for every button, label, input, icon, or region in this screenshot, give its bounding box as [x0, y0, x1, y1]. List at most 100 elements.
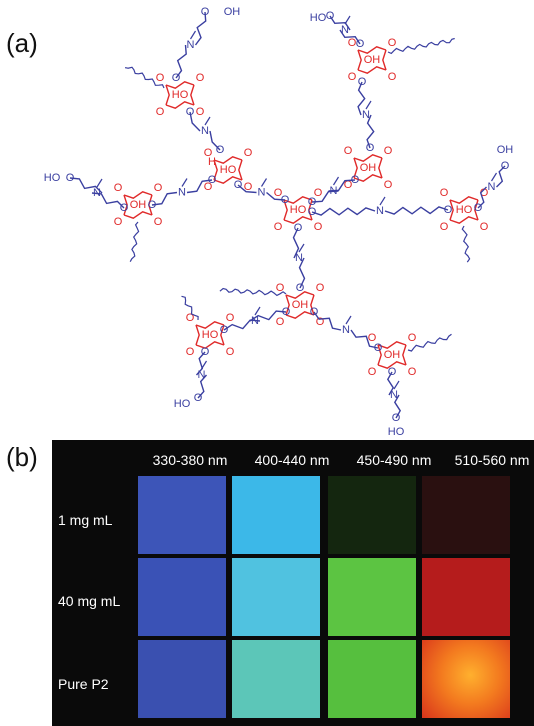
amine-link-9-o-start: O — [310, 306, 319, 318]
terminal-arm-5-o-start: O — [201, 346, 210, 358]
tile-r1-c1 — [138, 476, 226, 554]
ester-core-10-bond-bottom — [377, 361, 407, 369]
tile-r2-c2 — [232, 558, 320, 636]
terminal-arm-4-o-start: O — [474, 202, 483, 214]
ester-core-2-o3: O — [348, 71, 357, 83]
terminal-arm-1-methyl — [189, 30, 197, 40]
ester-core-8-o2: O — [316, 282, 325, 294]
ester-core-8-o4: O — [316, 316, 325, 328]
tile-r1-c2 — [232, 476, 320, 554]
ester-core-5-o1: O — [274, 187, 283, 199]
terminal-arm-2-left — [339, 29, 361, 45]
ester-core-6-bond-top — [123, 191, 153, 199]
ester-core-5-bond-bottom — [283, 216, 313, 224]
ester-core-3-o3: O — [204, 181, 213, 193]
amine-link-7-left — [292, 227, 300, 259]
terminal-arm-4-n: N — [488, 181, 496, 193]
ester-core-10-bond-left — [377, 344, 382, 366]
ester-core-9-bond-left — [195, 324, 200, 346]
ester-core-8-o1: O — [276, 282, 285, 294]
amine-link-4-o-start: O — [351, 174, 360, 186]
amine-link-9-o-end: O — [374, 342, 383, 354]
ester-core-3-o2: O — [244, 147, 253, 159]
ester-core-8-bond-top — [285, 291, 315, 299]
ester-core-7-bond-left — [449, 199, 454, 221]
ester-core-10-o1: O — [368, 332, 377, 344]
ester-core-3-o1: O — [204, 147, 213, 159]
terminal-arm-5-right — [197, 374, 208, 399]
ester-core-1-o4: O — [196, 106, 205, 118]
terminal-ho-6: HO — [388, 426, 405, 438]
amine-link-2-right — [266, 191, 286, 201]
amine-link-8-o-start: O — [282, 306, 291, 318]
column-header-2: 400-440 nm — [254, 452, 330, 468]
terminal-arm-6-o-start: O — [388, 366, 397, 378]
terminal-arm-3-n: N — [93, 187, 101, 199]
ester-core-9-bond-bottom — [195, 341, 225, 349]
terminal-arm-1-o-start: O — [172, 72, 181, 84]
ester-core-5-o3: O — [274, 221, 283, 233]
ester-core-3-bond-bottom — [213, 176, 243, 184]
terminal-arm-6-methyl — [393, 380, 400, 390]
amine-link-2-o-end: O — [281, 194, 290, 206]
polymer-tail-7 — [407, 333, 452, 352]
ester-core-4-bond-bottom — [353, 174, 383, 182]
ester-core-6-oh: OH — [130, 199, 147, 211]
amine-link-1-right — [209, 130, 221, 151]
amine-link-5-left — [151, 191, 178, 206]
polymer-tail-1 — [124, 66, 165, 89]
terminal-arm-4-o-end: O — [501, 160, 510, 172]
ester-core-8-oh: OH — [292, 299, 309, 311]
amine-link-1-n: N — [201, 125, 209, 137]
amine-link-9-left — [313, 311, 342, 331]
terminal-arm-4-methyl — [490, 172, 498, 182]
ester-core-9-o3: O — [186, 346, 195, 358]
terminal-ho-2: HO — [310, 12, 327, 24]
terminal-arm-6-o-end: O — [392, 412, 401, 424]
amine-link-2-n: N — [258, 186, 266, 198]
ester-core-7-o4: O — [480, 221, 489, 233]
ester-core-10-o4: O — [408, 366, 417, 378]
amine-link-2-left — [237, 184, 257, 194]
ester-core-7-bond-right — [474, 199, 479, 221]
ester-core-2-o2: O — [388, 37, 397, 49]
amine-link-5-right — [186, 179, 213, 194]
ester-core-1-bond-top — [165, 81, 195, 89]
panel-a-label: (a) — [6, 28, 38, 58]
ester-core-4-o4: O — [384, 179, 393, 191]
column-header-4: 510-560 nm — [454, 452, 530, 468]
terminal-arm-6-left — [386, 371, 395, 396]
terminal-arm-6-right — [393, 394, 402, 419]
ester-core-5-o2: O — [314, 187, 323, 199]
amine-link-6-o-start: O — [308, 206, 317, 218]
terminal-arm-1-left — [175, 44, 187, 79]
amine-link-3-n: N — [362, 109, 370, 121]
amine-link-2-o-start: O — [234, 179, 243, 191]
terminal-ho-5: HO — [174, 398, 191, 410]
ester-core-8-o3: O — [276, 316, 285, 328]
panel-b-label: (b) — [6, 442, 38, 472]
tile-r2-c3 — [328, 558, 416, 636]
ester-core-1-bond-right — [190, 84, 195, 106]
terminal-arm-3-left — [91, 192, 125, 209]
terminal-arm-2-methyl — [344, 15, 351, 25]
amine-link-3-o-end: O — [366, 142, 375, 154]
column-header-3: 450-490 nm — [356, 452, 432, 468]
ester-core-1-bond-bottom — [165, 101, 195, 109]
ester-core-6-bond-left — [123, 194, 128, 216]
ester-core-9-bond-right — [220, 324, 225, 346]
amine-link-7-methyl — [298, 243, 305, 253]
ester-core-1-o1: O — [156, 72, 165, 84]
tile-r3-c1 — [138, 640, 226, 718]
ester-core-9-ho: HO — [202, 329, 219, 341]
ester-core-6-bond-bottom — [123, 211, 153, 219]
amine-link-5-n: N — [178, 186, 186, 198]
ester-core-8-bond-left — [285, 294, 290, 316]
terminal-ho-3: HO — [44, 172, 61, 184]
ester-core-9-o1: O — [186, 312, 195, 324]
terminal-arm-2-o-start: O — [356, 38, 365, 50]
ester-core-8-bond-right — [310, 294, 315, 316]
tile-r3-c4 — [422, 640, 510, 718]
terminal-arm-5-n: N — [198, 369, 206, 381]
polymer-tail-6 — [181, 295, 199, 321]
